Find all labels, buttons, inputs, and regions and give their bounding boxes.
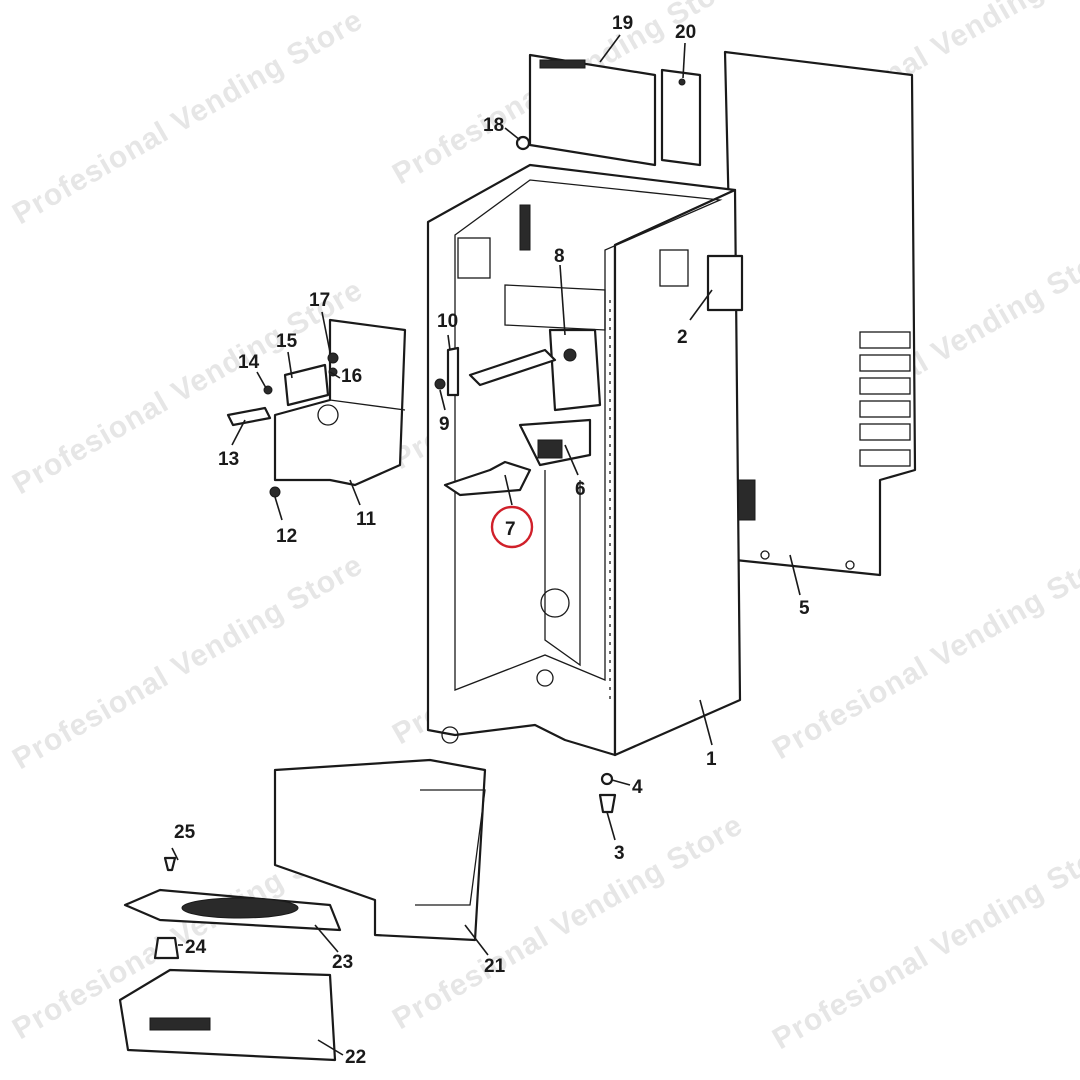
callout-5: 5 bbox=[799, 598, 810, 619]
part-spout-holder-7 bbox=[443, 460, 532, 497]
callout-17: 17 bbox=[309, 290, 330, 311]
watermark: Profesional Vending Store bbox=[767, 538, 1080, 766]
part-cup-platform-21 bbox=[273, 758, 487, 942]
callout-13: 13 bbox=[218, 449, 239, 470]
part-rear-board bbox=[723, 50, 917, 577]
part-washer-4 bbox=[600, 772, 614, 786]
callout-9: 9 bbox=[439, 414, 450, 435]
part-drip-tray-22 bbox=[118, 968, 337, 1062]
callout-6: 6 bbox=[575, 479, 586, 500]
callout-8: 8 bbox=[554, 246, 565, 267]
part-control-board-19 bbox=[528, 53, 657, 167]
part-foot-3 bbox=[598, 793, 617, 814]
part-screw-17 bbox=[327, 352, 339, 364]
callout-11: 11 bbox=[356, 509, 377, 530]
callout-16: 16 bbox=[341, 366, 362, 387]
callout-25: 25 bbox=[174, 822, 196, 843]
callout-24: 24 bbox=[185, 937, 207, 958]
part-mixer-bracket-8 bbox=[468, 328, 602, 412]
callout-numbers: 1 2 3 4 5 6 7 8 9 10 11 12 13 14 15 16 1… bbox=[174, 13, 810, 1068]
part-screw-12 bbox=[269, 486, 281, 498]
part-screw-9 bbox=[434, 378, 446, 390]
part-float-24 bbox=[153, 936, 180, 960]
leader-lines bbox=[171, 34, 801, 1056]
part-sensor-board-15 bbox=[283, 363, 330, 407]
part-plate-13 bbox=[226, 406, 272, 427]
callout-20: 20 bbox=[675, 22, 696, 43]
part-funnel-holder-6 bbox=[518, 418, 592, 467]
part-power-board-20 bbox=[660, 68, 702, 167]
callout-15: 15 bbox=[276, 331, 298, 352]
part-main-chassis bbox=[426, 163, 744, 757]
callout-14: 14 bbox=[238, 352, 260, 373]
callout-10: 10 bbox=[437, 311, 458, 332]
callout-12: 12 bbox=[276, 526, 297, 547]
watermark: Profesional Vending Store bbox=[7, 3, 369, 231]
callout-21: 21 bbox=[484, 956, 506, 977]
highlight-ring-part-7 bbox=[490, 505, 534, 549]
callout-3: 3 bbox=[614, 843, 625, 864]
part-screw-16 bbox=[328, 367, 338, 377]
callout-18: 18 bbox=[483, 115, 504, 136]
watermark: Profesional Vending Store bbox=[7, 548, 369, 776]
part-canister-bracket-11 bbox=[273, 318, 407, 487]
callout-23: 23 bbox=[332, 952, 353, 973]
callout-7: 7 bbox=[505, 519, 516, 540]
part-grid-23 bbox=[123, 888, 342, 932]
callout-2: 2 bbox=[677, 327, 688, 348]
part-clip-10 bbox=[446, 346, 460, 397]
watermark: Profesional Vending Store bbox=[767, 828, 1080, 1056]
callout-4: 4 bbox=[632, 777, 643, 798]
part-screw-25 bbox=[163, 856, 177, 872]
callout-22: 22 bbox=[345, 1047, 366, 1068]
callout-19: 19 bbox=[612, 13, 633, 34]
callout-1: 1 bbox=[706, 749, 717, 770]
